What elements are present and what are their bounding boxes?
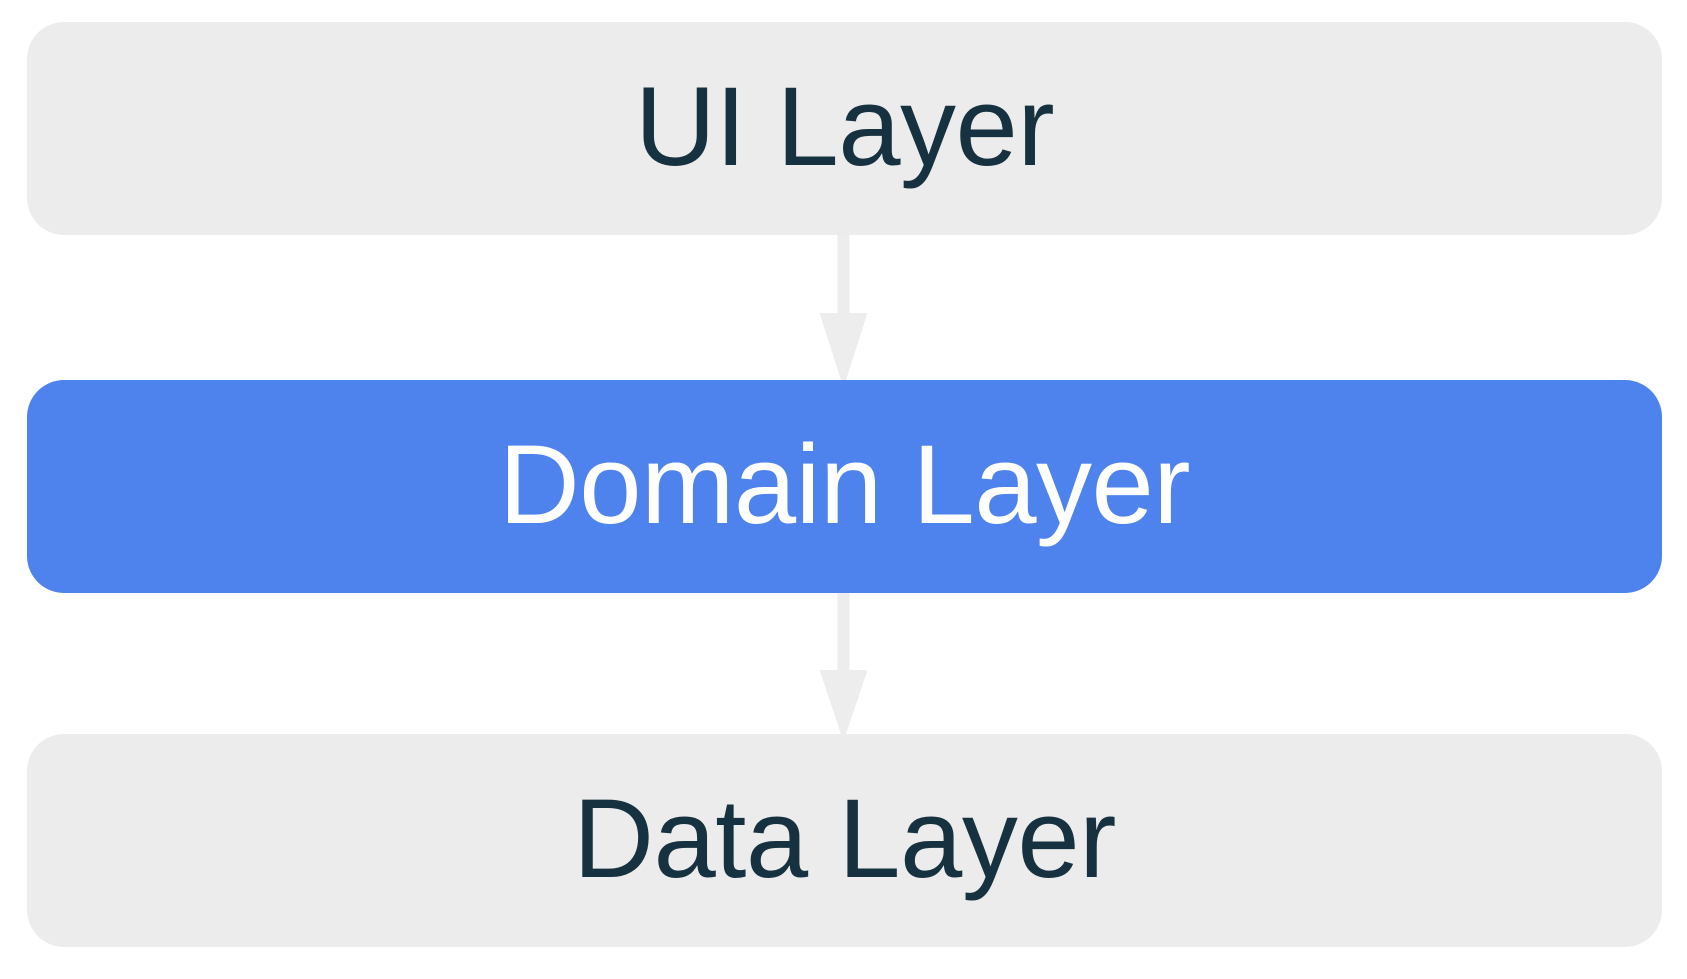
layer-box-data: Data Layer bbox=[27, 734, 1662, 947]
arrow-down-icon bbox=[819, 588, 868, 734]
layer-box-domain: Domain Layer bbox=[27, 380, 1662, 593]
arrow-down-icon bbox=[819, 230, 868, 380]
layer-label-domain: Domain Layer bbox=[498, 421, 1191, 547]
layer-label-data: Data Layer bbox=[573, 775, 1116, 901]
layer-label-ui: UI Layer bbox=[634, 63, 1055, 189]
layer-box-ui: UI Layer bbox=[27, 22, 1662, 235]
